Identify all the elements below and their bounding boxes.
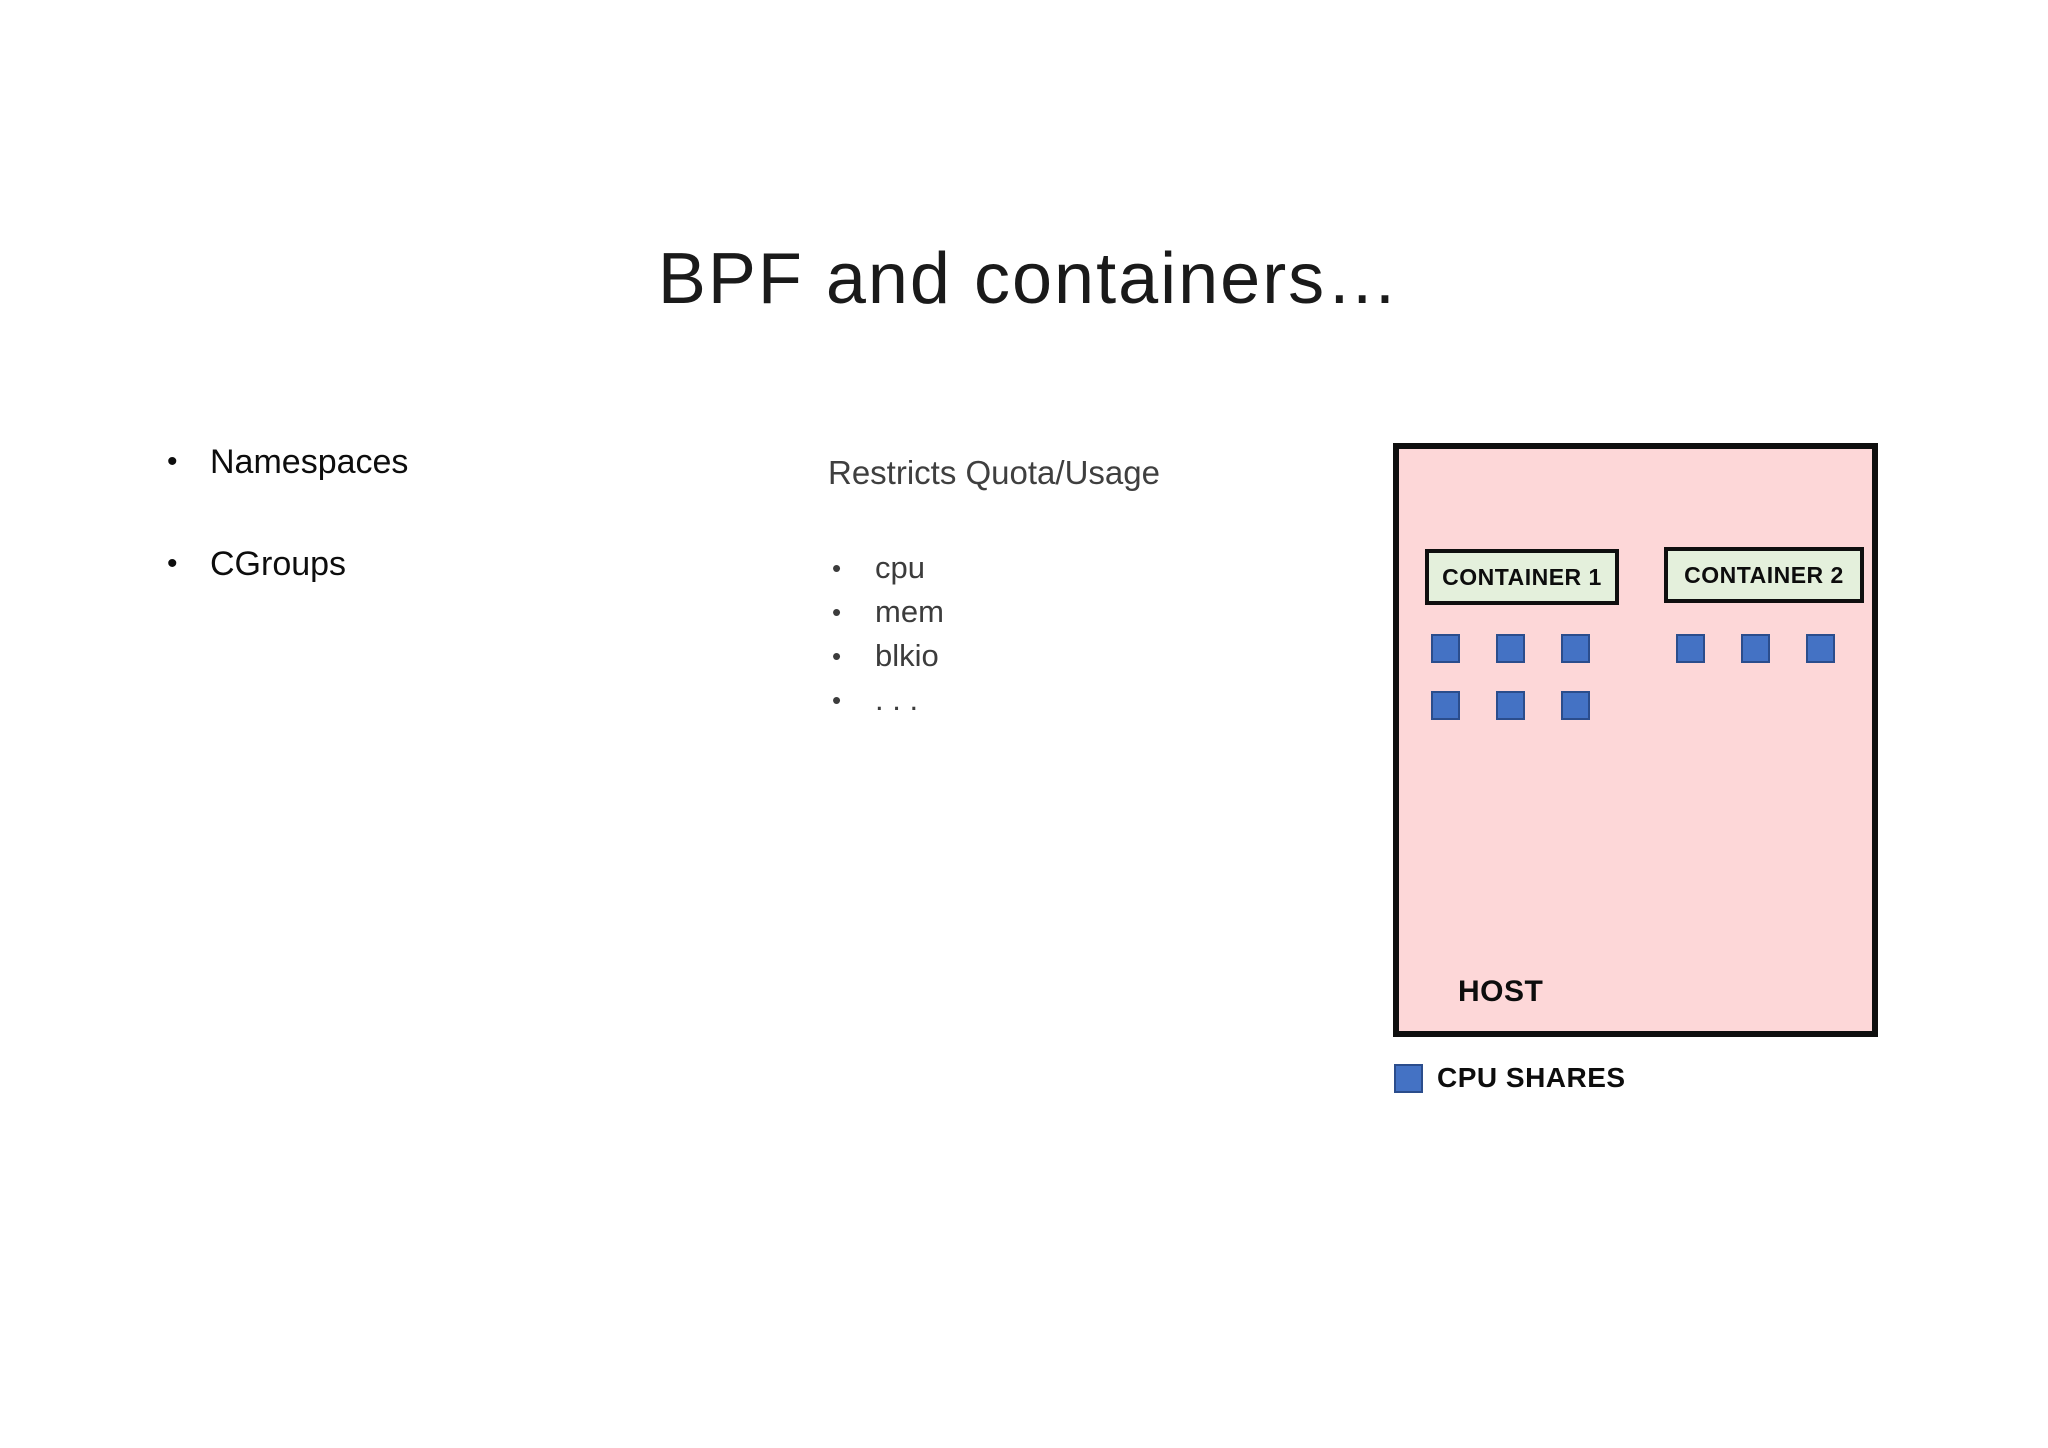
cpu-share-square [1676, 634, 1705, 663]
container-1-cpu-shares [1431, 634, 1601, 720]
cpu-share-square [1561, 634, 1590, 663]
slide-title: BPF and containers… [657, 239, 1401, 319]
left-bullet-namespaces: Namespaces [167, 440, 408, 484]
cpu-share-square [1431, 634, 1460, 663]
cpu-shares-legend: CPU SHARES [1394, 1062, 1626, 1094]
host-box: CONTAINER 1 CONTAINER 2 HOST [1393, 443, 1878, 1037]
container-1-box: CONTAINER 1 [1425, 549, 1619, 605]
left-bullet-cgroups: CGroups [167, 542, 408, 586]
cpu-share-square [1496, 691, 1525, 720]
cpu-share-square [1496, 634, 1525, 663]
container-2-cpu-shares [1676, 634, 1846, 663]
cpu-shares-legend-label: CPU SHARES [1437, 1062, 1626, 1093]
host-label: HOST [1458, 975, 1544, 1008]
quota-bullet-mem: mem [832, 590, 944, 634]
cpu-share-square [1806, 634, 1835, 663]
left-bullet-list: Namespaces CGroups [167, 440, 408, 644]
quota-bullet-cpu: cpu [832, 546, 944, 590]
cpu-share-square [1561, 691, 1590, 720]
quota-bullet-blkio: blkio [832, 634, 944, 678]
restricts-quota-heading: Restricts Quota/Usage [828, 454, 1160, 491]
quota-bullet-list: cpu mem blkio . . . [832, 546, 944, 722]
container-2-box: CONTAINER 2 [1664, 547, 1864, 603]
quota-bullet-ellipsis: . . . [832, 678, 944, 722]
cpu-share-square [1431, 691, 1460, 720]
cpu-share-swatch-icon [1394, 1063, 1423, 1093]
cpu-share-square [1741, 634, 1770, 663]
